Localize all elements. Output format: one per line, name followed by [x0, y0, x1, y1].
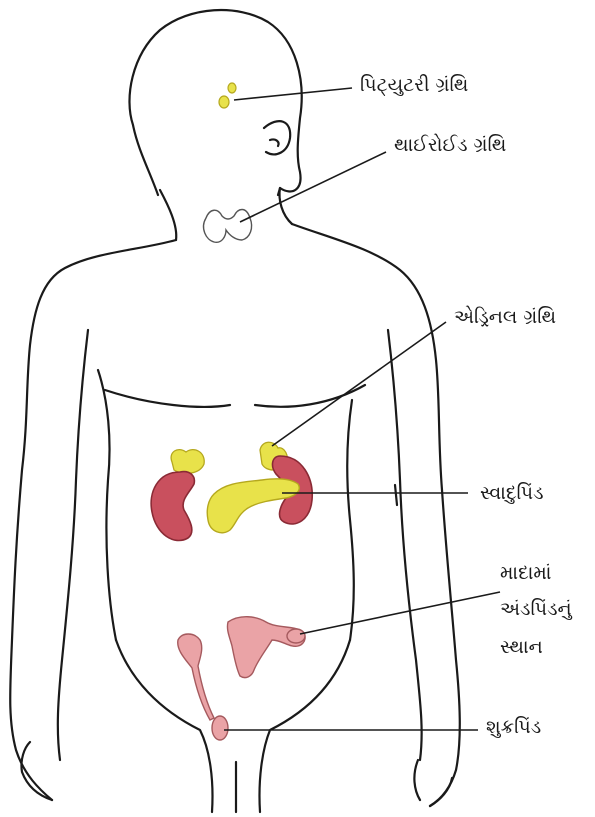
pituitary-leader — [234, 88, 352, 100]
ovary-leader — [300, 592, 500, 634]
ovary-label-line2: અંડપિંડનું — [500, 596, 572, 624]
female-reproductive-organ — [227, 617, 305, 678]
right-torso — [347, 400, 354, 640]
pituitary-label: પિટ્યુટરી ગ્રંથિ — [360, 72, 468, 100]
neck-right — [280, 188, 293, 224]
ovary-label-line3: સ્થાન — [500, 634, 543, 662]
left-torso — [98, 370, 116, 640]
neck-left — [160, 190, 176, 240]
testis-label: શુક્રપિંડ — [486, 714, 541, 742]
pancreas-label: સ્વાદુપિંડ — [480, 480, 544, 508]
adrenal-leader — [272, 322, 446, 446]
ovary-label-line1: માદામાં — [500, 560, 551, 588]
male-reproductive-organ — [178, 634, 228, 740]
head-outline — [129, 10, 301, 195]
adrenal-label: એડ્રિનલ ગ્રંથિ — [454, 304, 556, 332]
thyroid-leader — [240, 152, 386, 222]
thyroid-gland — [204, 210, 252, 243]
left-arm-outer — [10, 240, 176, 800]
right-arm-inner — [388, 330, 422, 760]
pituitary-gland — [219, 83, 236, 108]
left-arm-inner — [58, 330, 88, 760]
left-kidney — [151, 450, 204, 541]
right-arm-outer — [292, 224, 460, 806]
ear-outline — [264, 121, 290, 154]
thyroid-label: થાઈરોઈડ ગ્રંથિ — [394, 132, 506, 160]
right-hip — [259, 640, 350, 812]
